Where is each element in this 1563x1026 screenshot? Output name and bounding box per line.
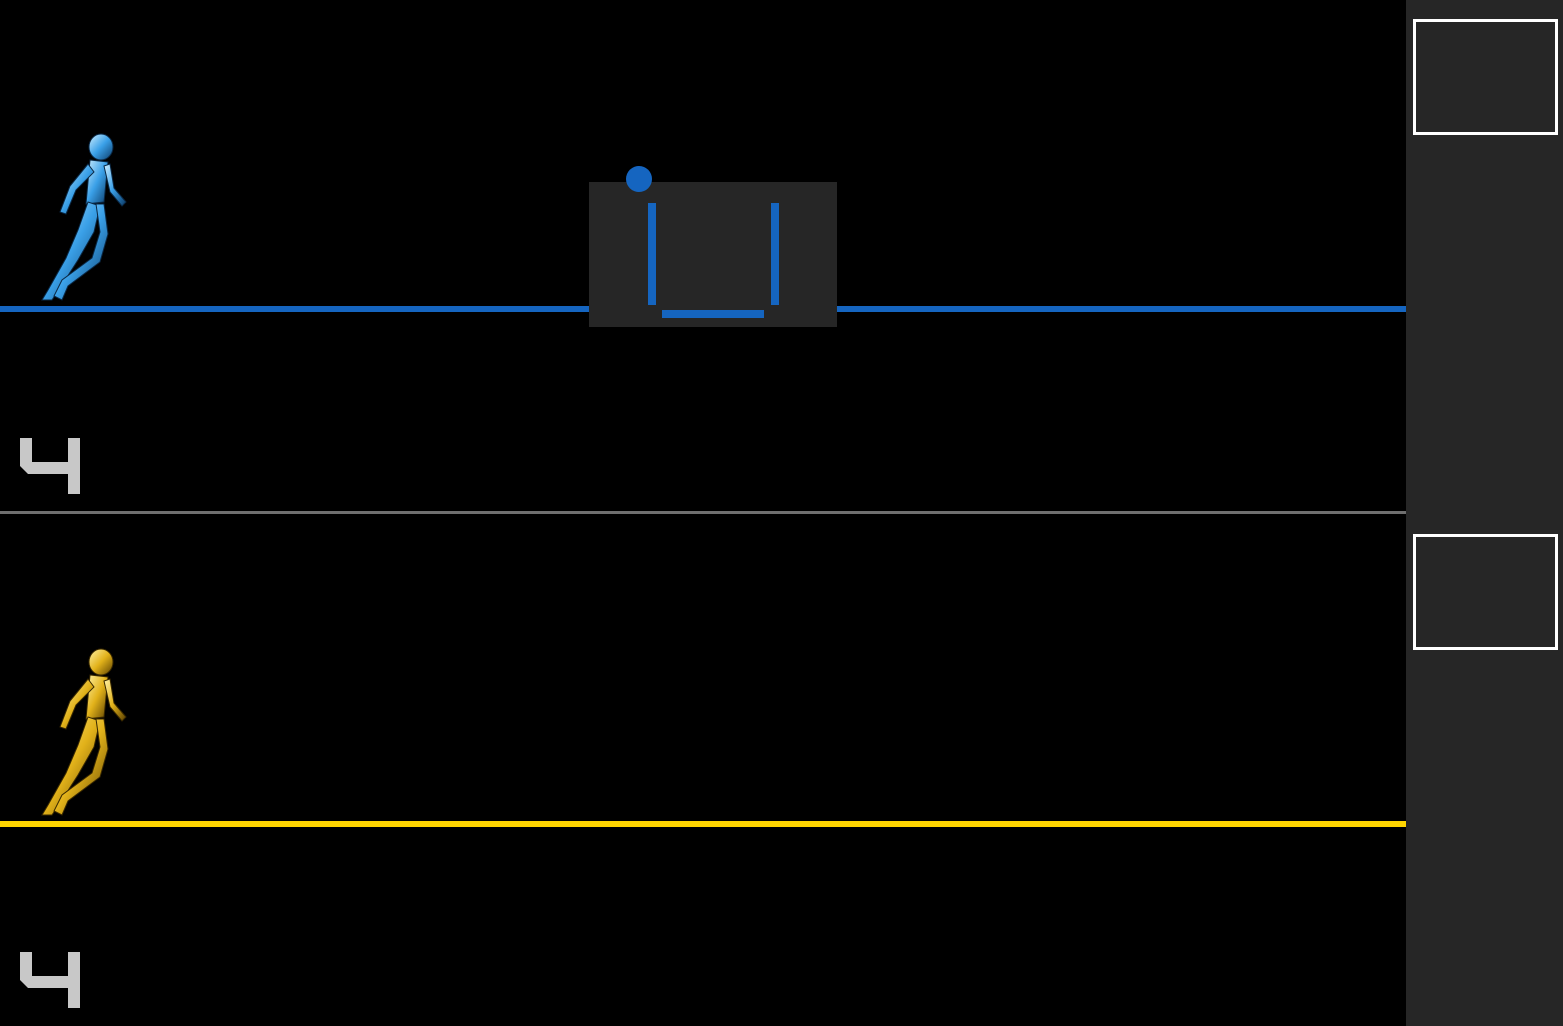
runner-player-1 [41, 133, 127, 301]
score-player-1: 4 [0, 0, 1, 1]
lane-player-2: 4 [0, 514, 1406, 1026]
track-line-player-2 [0, 821, 1406, 827]
score-digit-player-2 [20, 952, 80, 1008]
lane-divider [0, 511, 1406, 514]
score-player-2: 4 [0, 514, 1, 515]
trampoline-bin-icon [648, 203, 779, 318]
runner-player-2 [41, 648, 127, 816]
item-slot-player-2[interactable] [1413, 534, 1558, 650]
item-sidebar [1406, 0, 1563, 1026]
score-digit-player-1 [20, 438, 80, 494]
item-slot-player-1[interactable] [1413, 19, 1558, 135]
obstacle-orb [626, 166, 652, 192]
obstacle-block [589, 182, 837, 327]
lane-player-1: 4 [0, 0, 1406, 512]
